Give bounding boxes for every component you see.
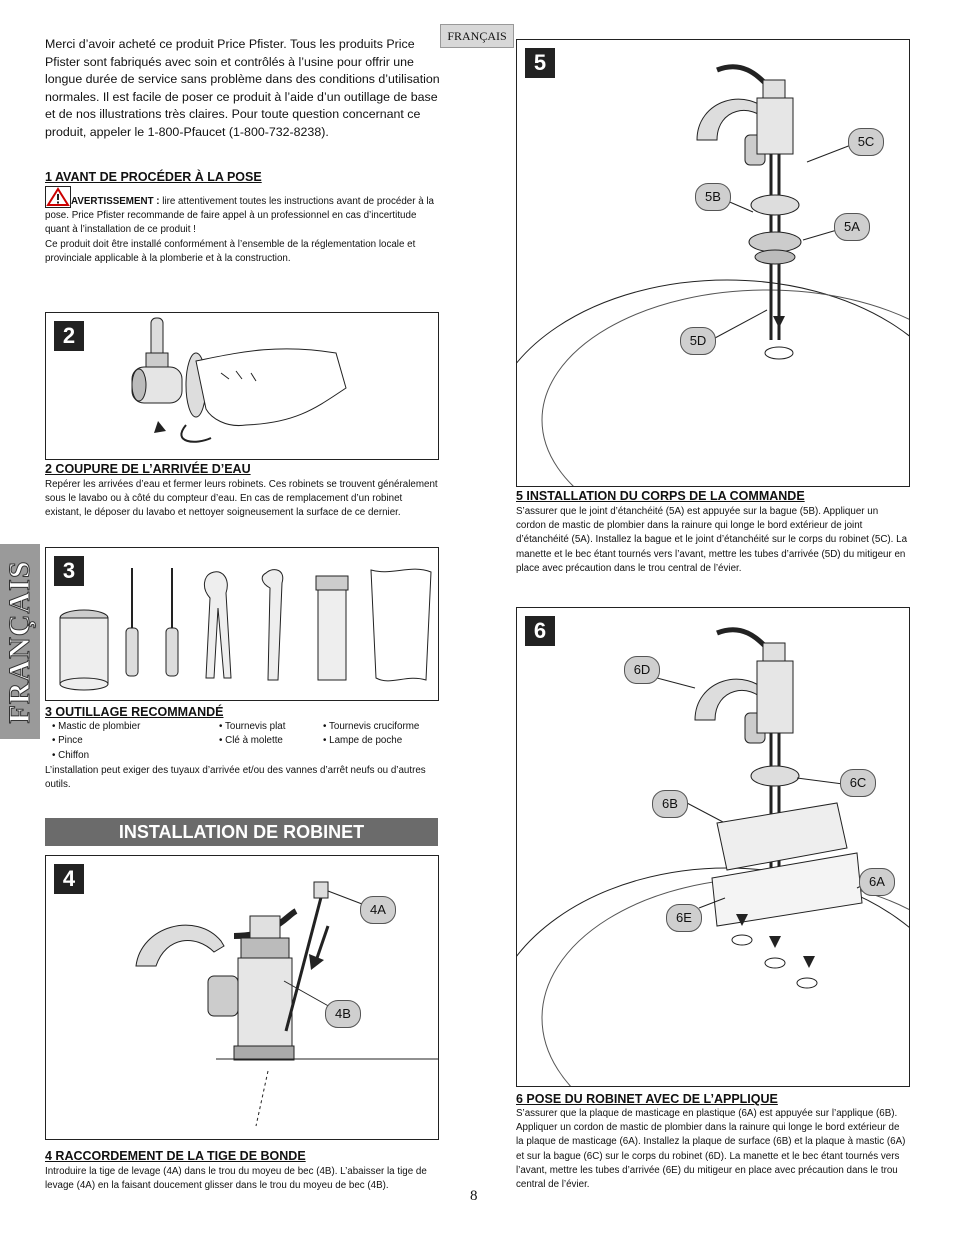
- section-banner: INSTALLATION DE ROBINET: [45, 818, 438, 846]
- callout-5d: 5D: [680, 327, 716, 355]
- step3-illustration: 3: [45, 547, 439, 701]
- intro-paragraph: Merci d’avoir acheté ce produit Price Pf…: [45, 37, 440, 139]
- step4-illustration: 4 4A 4B: [45, 855, 439, 1140]
- step3-number: 3: [54, 556, 84, 586]
- step2-number: 2: [54, 321, 84, 351]
- callout-6a: 6A: [859, 868, 895, 896]
- callout-6b: 6B: [652, 790, 688, 818]
- tools-drawing: [59, 568, 432, 691]
- step2-illustration: 2: [45, 312, 439, 460]
- page-number: 8: [470, 1188, 478, 1204]
- tool-item: • Tournevis cruciforme: [323, 721, 420, 732]
- tool-item: • Tournevis plat: [219, 721, 286, 732]
- step4-number: 4: [54, 864, 84, 894]
- step5-heading: 5 INSTALLATION DU CORPS DE LA COMMANDE: [516, 489, 805, 503]
- step2-heading: 2 COUPURE DE L’ARRIVÉE D’EAU: [45, 462, 251, 476]
- callout-5c: 5C: [848, 128, 884, 156]
- warning-text: lire attentivement toutes les instructio…: [45, 196, 435, 236]
- side-tab-label: FRANÇAIS: [3, 559, 37, 724]
- step3-heading: 3 OUTILLAGE RECOMMANDÉ: [45, 705, 224, 719]
- tool-item: • Mastic de plombier: [52, 721, 141, 732]
- faucet-lift-rod-drawing: [135, 881, 438, 1127]
- section1-note: Ce produit doit être installé conforméme…: [45, 238, 416, 264]
- step6-heading: 6 POSE DU ROBINET AVEC DE L’APPLIQUE: [516, 1092, 778, 1106]
- step6-illustration: 6 6D 6C 6B 6A 6E: [516, 607, 910, 1087]
- step4-heading: 4 RACCORDEMENT DE LA TIGE DE BONDE: [45, 1149, 306, 1163]
- callout-5b: 5B: [695, 183, 731, 211]
- tool-item: • Pince: [52, 735, 83, 746]
- step6-number: 6: [525, 616, 555, 646]
- step5-number: 5: [525, 48, 555, 78]
- language-side-tab: FRANÇAIS: [0, 544, 40, 739]
- step2-text: Repérer les arrivées d’eau et fermer leu…: [45, 479, 438, 519]
- faucet-escutcheon-install-drawing: [517, 627, 909, 1086]
- step5-text: S’assurer que le joint d’étanchéité (5A)…: [516, 506, 908, 574]
- section1-heading: 1 AVANT DE PROCÉDER À LA POSE: [45, 170, 262, 184]
- faucet-body-install-drawing: [517, 64, 909, 486]
- callout-4b: 4B: [325, 1000, 361, 1028]
- step4-text: Introduire la tige de levage (4A) dans l…: [45, 1166, 427, 1192]
- shutoff-valve-hand-drawing: [131, 317, 347, 443]
- callout-6e: 6E: [666, 904, 702, 932]
- step6-text: S’assurer que la plaque de masticage en …: [516, 1108, 906, 1191]
- tool-item: • Lampe de poche: [323, 735, 403, 746]
- tool-item: • Clé à molette: [219, 735, 283, 746]
- tool-item: • Chiffon: [52, 750, 90, 761]
- callout-6c: 6C: [840, 769, 876, 797]
- section1-body: AVERTISSEMENT : lire attentivement toute…: [45, 186, 438, 266]
- callout-5a: 5A: [834, 213, 870, 241]
- callout-6d: 6D: [624, 656, 660, 684]
- step5-illustration: 5 5C 5B 5A 5D: [516, 39, 910, 487]
- language-tag: FRANÇAIS: [440, 24, 514, 48]
- warning-icon: [45, 186, 71, 208]
- warning-label: AVERTISSEMENT :: [71, 196, 160, 207]
- step3-text: L’installation peut exiger des tuyaux d’…: [45, 765, 426, 791]
- callout-4a: 4A: [360, 896, 396, 924]
